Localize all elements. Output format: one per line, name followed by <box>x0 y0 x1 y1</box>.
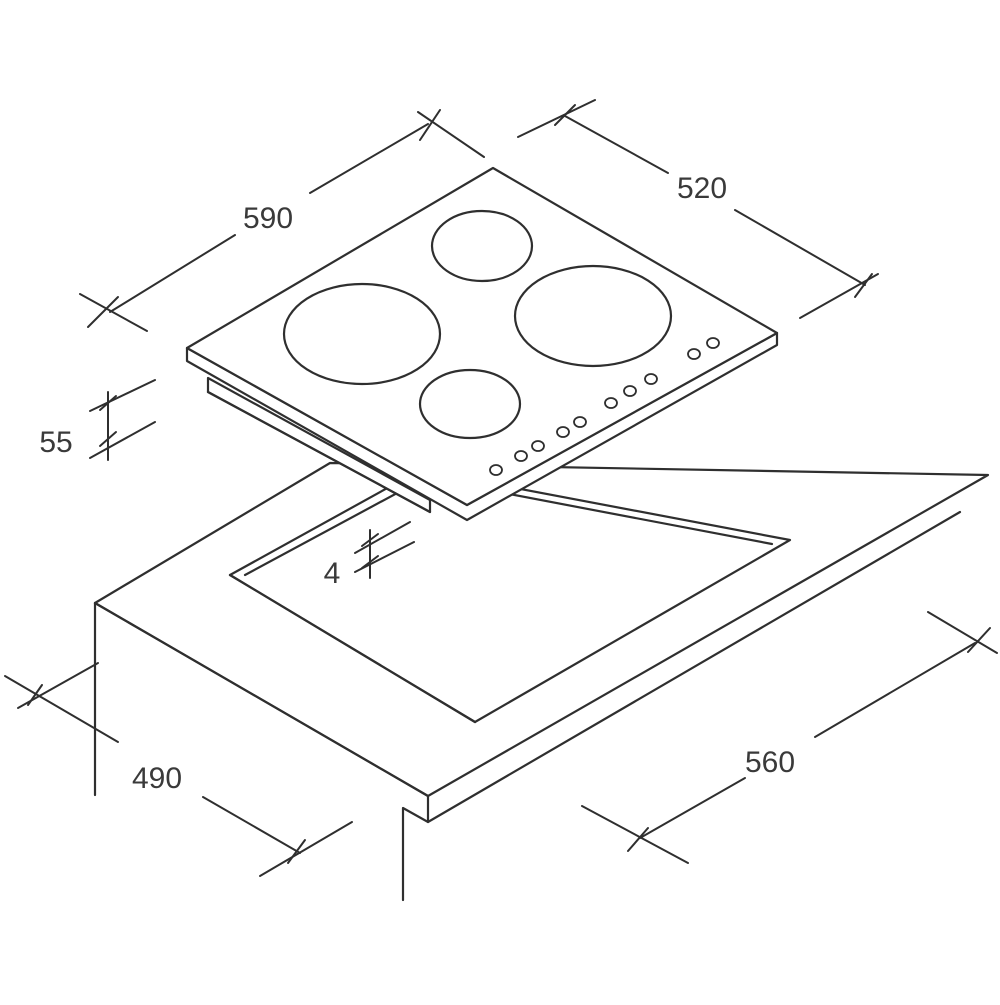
control-button <box>531 440 545 452</box>
dimension-cutout-depth-label: 490 <box>132 762 182 795</box>
cooking-zone-back-right-large <box>513 264 673 368</box>
dimension-cutout-width-label: 560 <box>745 746 795 779</box>
control-buttons <box>489 337 720 476</box>
cooking-zone-front-left-large <box>282 282 442 386</box>
control-button <box>489 464 503 476</box>
dimension-depth-label: 520 <box>677 172 727 205</box>
control-button <box>644 373 658 385</box>
dimension-cutout-depth: 490 <box>4 662 353 877</box>
dimension-thickness: 4 <box>324 521 415 590</box>
cutout-inner-front-edge <box>228 573 477 724</box>
dimension-width-label: 590 <box>243 202 293 235</box>
dimension-depth: 520 <box>517 99 879 319</box>
control-button <box>604 397 618 409</box>
cabinet-side <box>401 806 430 902</box>
dimension-height-label: 55 <box>39 426 72 459</box>
dimension-width: 590 <box>79 109 485 332</box>
control-button <box>514 450 528 462</box>
dimension-height: 55 <box>39 379 156 461</box>
control-button <box>573 416 587 428</box>
cooking-zone-back-left <box>430 209 534 283</box>
control-button <box>687 348 701 360</box>
control-button <box>706 337 720 349</box>
hob-body-base <box>206 390 432 514</box>
control-button <box>556 426 570 438</box>
hob-glass-top <box>185 166 779 507</box>
cooking-zone-front-small <box>418 368 522 440</box>
dimension-cutout-width: 560 <box>581 611 998 864</box>
worktop-front-edge <box>93 510 962 824</box>
control-button <box>623 385 637 397</box>
dimension-thickness-label: 4 <box>324 557 341 590</box>
hob <box>185 166 779 522</box>
